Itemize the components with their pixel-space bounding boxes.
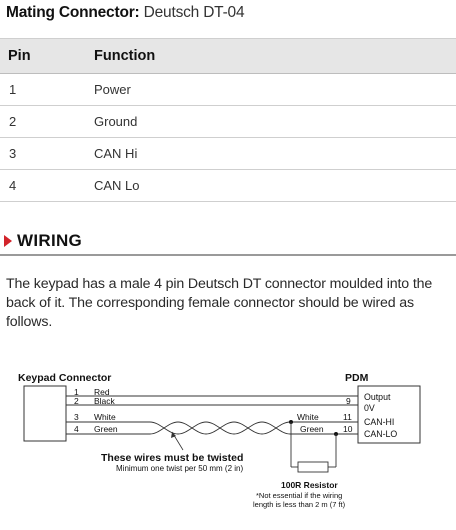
keypad-pin-num: 2 [74,396,79,406]
arrowhead-icon [171,432,176,438]
wiring-paragraph: The keypad has a male 4 pin Deutsch DT c… [6,276,433,330]
wiring-heading: WIRING [17,231,83,250]
pin-column-header: Pin [0,38,94,74]
function-cell: CAN Lo [94,169,456,202]
function-column-header: Function [94,38,456,74]
twist-subtitle: Minimum one twist per 50 mm (2 in) [116,464,243,473]
table-row: 1 Power [0,73,456,106]
pin-cell: 4 [0,169,94,202]
pdm-box [357,385,421,444]
resistor-note-line1: *Not essential if the wiring [256,491,342,500]
wiring-diagram: Keypad Connector PDM 1 Red 2 Black 3 Whi… [18,372,421,509]
pin-cell: 3 [0,137,94,170]
wiring-section-header: WIRING [0,230,456,256]
resistor-symbol [297,461,329,473]
table-header-row: Pin Function [0,38,456,74]
keypad-wire-color: Black [94,396,116,406]
table-row: 3 CAN Hi [0,137,456,170]
red-triangle-icon [4,235,12,247]
keypad-pin-num: 1 [74,387,79,397]
twist-title: These wires must be twisted [101,452,243,464]
table-row: 4 CAN Lo [0,169,456,202]
pdm-pin-name: 0V [364,403,375,413]
mating-connector-line: Mating Connector: Deutsch DT-04 [6,4,245,22]
pdm-pin-name: CAN-LO [364,429,397,439]
table-row: 2 Ground [0,105,456,138]
pin-cell: 1 [0,73,94,106]
resistor-note-line2: length is less than 2 m (7 ft) [253,500,346,509]
function-cell: CAN Hi [94,137,456,170]
function-cell: Ground [94,105,456,138]
mating-connector-value: Deutsch DT-04 [143,4,245,21]
keypad-pin-num: 4 [74,424,79,434]
pdm-pin-name: Output [364,392,391,402]
keypad-pin-num: 3 [74,412,79,422]
keypad-wire-color: Green [94,424,118,434]
pdm-pin-num: 9 [346,396,351,406]
mating-connector-label: Mating Connector: [6,4,140,21]
function-cell: Power [94,73,456,106]
pin-function-table: Pin Function 1 Power 2 Ground 3 CAN Hi 4… [0,38,456,202]
keypad-wire-color: Red [94,387,110,397]
keypad-connector-label: Keypad Connector [18,372,111,384]
keypad-connector-box [23,385,67,442]
pdm-pin-num: 11 [343,412,352,422]
pdm-wire-green-label: Green [300,424,324,434]
pdm-pin-name: CAN-HI [364,417,394,427]
pin-cell: 2 [0,105,94,138]
pdm-pin-num: 10 [343,424,353,434]
pdm-wire-white-label: White [297,412,319,422]
pdm-label: PDM [345,372,369,384]
keypad-wire-color: White [94,412,116,422]
resistor-title: 100R Resistor [281,480,338,490]
green-twisted-wire [149,421,291,435]
